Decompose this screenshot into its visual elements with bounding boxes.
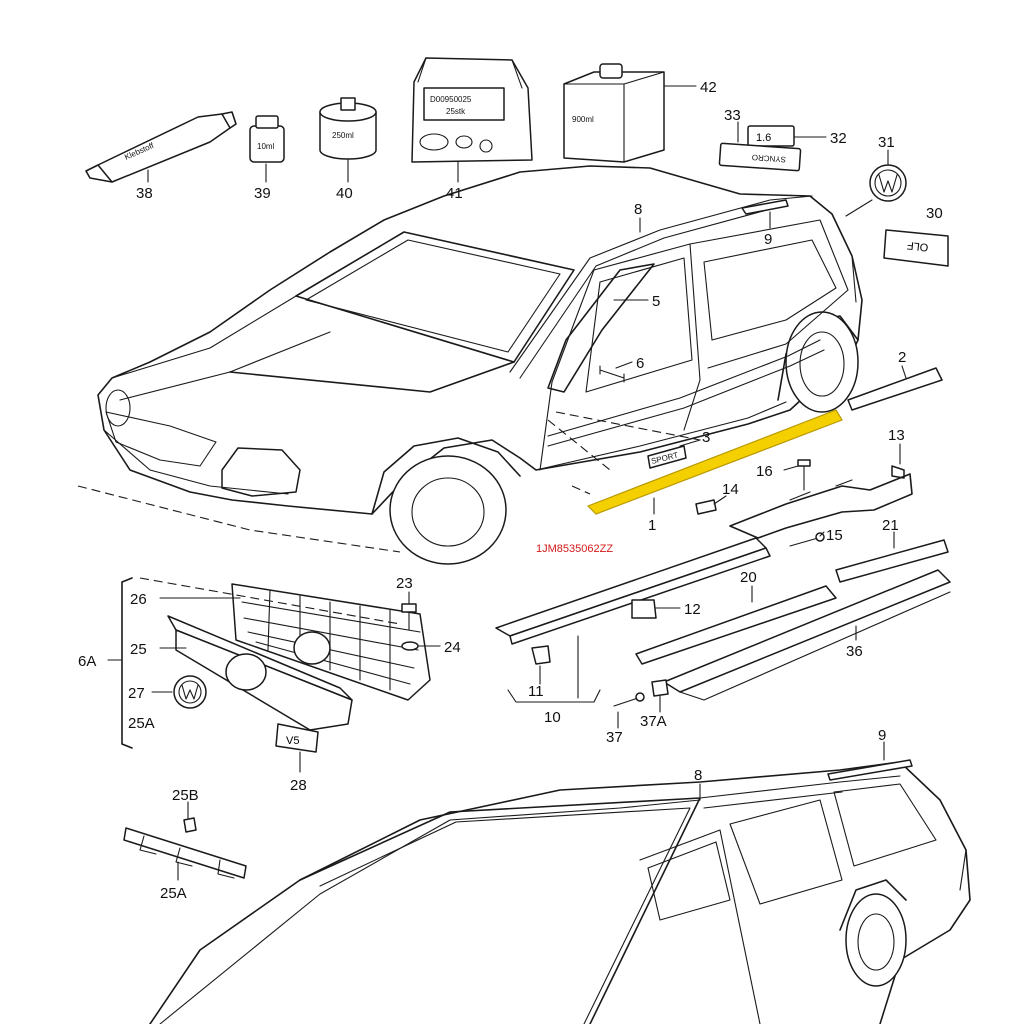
screw-bag-code: D00950025 <box>430 95 472 104</box>
highlighted-side-moulding <box>586 409 843 515</box>
callout-42: 42 <box>700 79 717 96</box>
callout-28: 28 <box>290 777 307 794</box>
badge-v5: V5 <box>286 735 299 747</box>
callout-labels: 38 39 40 41 42 33 32 31 30 8 9 5 6 2 3 1… <box>78 79 943 902</box>
callout-33: 33 <box>724 107 741 124</box>
callout-21: 21 <box>882 517 899 534</box>
callout-9-estate: 9 <box>878 727 886 744</box>
part-number-note: 1JM8535062ZZ <box>536 543 613 555</box>
badge-syncro: SYNCRO <box>718 142 802 172</box>
callout-6: 6 <box>636 355 644 372</box>
callout-40: 40 <box>336 185 353 202</box>
callout-6a: 6A <box>78 653 96 670</box>
callout-10: 10 <box>544 709 561 726</box>
small-bottle-label: 10ml <box>257 142 275 151</box>
callout-25b: 25B <box>172 787 199 804</box>
callout-41: 41 <box>446 185 463 202</box>
callout-39: 39 <box>254 185 271 202</box>
callout-32: 32 <box>830 130 847 147</box>
callout-11: 11 <box>528 683 544 700</box>
callout-26: 26 <box>130 591 147 608</box>
tin-can-label: 250ml <box>332 131 354 140</box>
callout-24: 24 <box>444 639 461 656</box>
svg-text:OLF: OLF <box>906 239 929 253</box>
vw-logo-front-icon <box>173 675 207 709</box>
callout-20: 20 <box>740 569 757 586</box>
callout-30: 30 <box>926 205 943 222</box>
callout-27: 27 <box>128 685 145 702</box>
callout-1: 1 <box>648 517 656 534</box>
grille-assembly: V5 <box>107 577 431 753</box>
callout-13: 13 <box>888 427 905 444</box>
estate-car <box>149 759 971 1024</box>
screw-bag-qty: 25stk <box>446 107 466 116</box>
callout-37a: 37A <box>640 713 667 730</box>
tin-can-icon: 250ml <box>319 97 377 160</box>
callout-25a: 25A <box>128 715 155 732</box>
small-bottle-icon: 10ml <box>249 115 285 163</box>
callout-38: 38 <box>136 185 153 202</box>
svg-text:1.6: 1.6 <box>756 132 771 144</box>
callout-12: 12 <box>684 601 701 618</box>
sill-parts <box>495 459 951 707</box>
callout-16: 16 <box>756 463 773 480</box>
callout-2: 2 <box>898 349 906 366</box>
leader-lines <box>147 85 907 881</box>
svg-text:SYNCRO: SYNCRO <box>752 153 787 164</box>
callout-23: 23 <box>396 575 413 592</box>
callout-37: 37 <box>606 729 623 746</box>
canister-icon: 900ml <box>563 63 665 163</box>
canister-label: 900ml <box>572 115 594 124</box>
callout-31: 31 <box>878 134 895 151</box>
vw-logo-rear-icon <box>869 164 907 202</box>
callout-8: 8 <box>634 201 642 218</box>
glue-tube-icon: Klebstoff <box>85 111 237 183</box>
callout-9: 9 <box>764 231 772 248</box>
badge-1-6: 1.6 <box>747 125 795 147</box>
callout-14: 14 <box>722 481 739 498</box>
callout-8-estate: 8 <box>694 767 702 784</box>
mounting-strip <box>123 817 247 879</box>
hatchback-car: SPORT <box>77 165 943 565</box>
callout-3: 3 <box>702 429 710 446</box>
callout-25a-strip: 25A <box>160 885 187 902</box>
screw-bag-icon: D00950025 25stk <box>411 57 533 163</box>
badge-golf: OLF <box>883 229 949 267</box>
callout-25: 25 <box>130 641 147 658</box>
callout-15: 15 <box>826 527 843 544</box>
callout-36: 36 <box>846 643 863 660</box>
callout-5: 5 <box>652 293 660 310</box>
